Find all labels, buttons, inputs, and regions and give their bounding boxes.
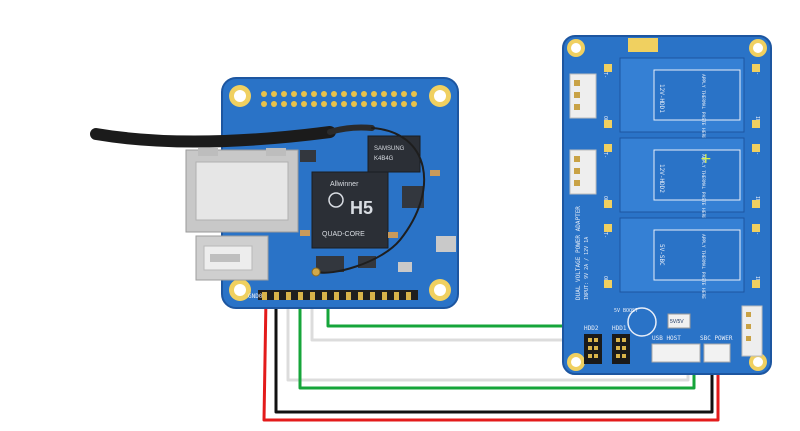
slot-label-3: 5V-SBC xyxy=(658,244,665,266)
mounting-hole xyxy=(753,43,763,53)
ram-brand: SAMSUNG xyxy=(374,146,405,152)
out-minus-3: OUT- xyxy=(602,226,608,238)
boost-coil xyxy=(627,307,657,337)
mounting-hole xyxy=(234,284,246,296)
boost-label: 5V BOOST xyxy=(614,308,638,314)
adapter-title: DUAL VOLTAGE POWER ADAPTER xyxy=(575,206,582,300)
gpio-header-top xyxy=(261,91,417,107)
usb-host-label: USB HOST xyxy=(652,335,681,342)
mounting-hole xyxy=(571,43,581,53)
thermal-note: APPLY THERMAL PASTE HERE xyxy=(700,234,706,299)
side-connectors xyxy=(569,73,597,195)
top-tab xyxy=(628,38,658,52)
sbc-board: H5 Allwinner QUAD-CORE SAMSUNG K4B4G xyxy=(90,77,459,309)
gpio-header-bottom xyxy=(258,290,418,300)
pin-label: GND0 xyxy=(248,293,263,300)
slot-label-1: 12V-HDD1 xyxy=(658,84,665,113)
bottom-connectors: 5V BOOST 5V/5V HDD2 HDD1 USB HOST SBC PO… xyxy=(584,305,763,364)
ram-chip: SAMSUNG K4B4G xyxy=(367,135,421,173)
mounting-hole xyxy=(434,90,446,102)
soc-chip: H5 Allwinner QUAD-CORE xyxy=(311,171,389,249)
converter-module-2: APPLY THERMAL PASTE HERE 12V-HDD2 OUT- O… xyxy=(602,137,760,219)
red-wire xyxy=(262,296,720,422)
power-adapter-board: DUAL VOLTAGE POWER ADAPTER INPUT: 9V 2A … xyxy=(562,35,772,375)
soc-logo: H5 xyxy=(350,198,373,218)
smd-components xyxy=(300,150,456,272)
hdd1-label: HDD1 xyxy=(612,325,627,332)
mounting-hole xyxy=(753,357,763,367)
thermal-note: APPLY THERMAL PASTE HERE xyxy=(700,74,706,139)
slot-label-2: 12V-HDD2 xyxy=(658,164,665,193)
sbc-power-header xyxy=(703,343,731,363)
converter-module-3: APPLY THERMAL PASTE HERE 5V-SBC OUT- OUT… xyxy=(602,217,760,299)
out-minus-1: OUT- xyxy=(602,66,608,78)
center-mark: + xyxy=(700,151,712,167)
soc-model: QUAD-CORE xyxy=(322,231,365,238)
adapter-subtitle: INPUT: 9V 2A / 12V 1A xyxy=(584,237,590,300)
hdd2-header xyxy=(584,334,602,364)
thermal-note: APPLY THERMAL PASTE HERE xyxy=(700,154,706,219)
sbc-power-label: SBC POWER xyxy=(700,335,733,342)
antenna xyxy=(90,124,426,277)
converter-module-1: APPLY THERMAL PASTE HERE 12V-HDD1 OUT- O… xyxy=(602,57,760,139)
usb-port xyxy=(195,235,269,281)
mounting-hole xyxy=(571,357,581,367)
wire-bundle xyxy=(262,296,720,422)
out-minus-2: OUT- xyxy=(602,146,608,158)
ethernet-port xyxy=(185,148,299,233)
hdd1-header xyxy=(612,334,630,364)
soc-brand: Allwinner xyxy=(330,181,359,188)
hdd2-label: HDD2 xyxy=(584,325,599,332)
ram-code: K4B4G xyxy=(374,156,394,162)
mounting-hole xyxy=(234,90,246,102)
usb-host-header xyxy=(651,343,701,363)
mounting-hole xyxy=(434,284,446,296)
jumper-label: 5V/5V xyxy=(670,319,684,325)
black-wire xyxy=(274,296,714,414)
